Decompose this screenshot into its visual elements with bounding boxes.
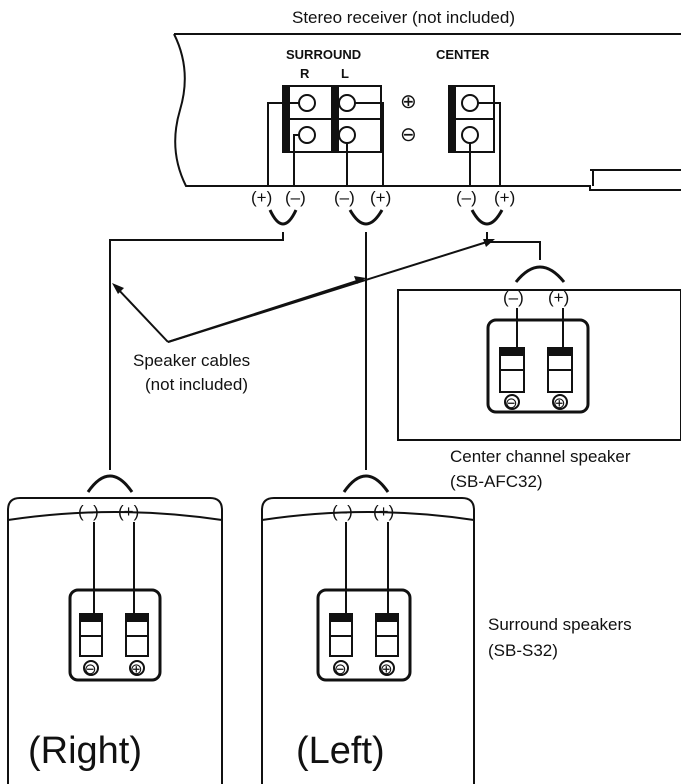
right-speaker-minus: (–) <box>78 502 99 521</box>
center-terminal-block <box>448 85 495 153</box>
plus-symbol: ⊕ <box>400 91 417 113</box>
surround-label: SURROUND <box>286 47 361 62</box>
receiver-label: Stereo receiver (not included) <box>292 8 515 27</box>
center-terminal-minus: ⊖ <box>505 395 518 412</box>
speaker-cables <box>109 209 566 470</box>
left-speaker-minus: (–) <box>332 502 353 521</box>
left-speaker-plus: (+) <box>373 502 394 521</box>
surround-terminal-block <box>282 85 382 153</box>
center-plus-label: (+) <box>494 188 515 207</box>
surround-r-label: R <box>300 66 310 81</box>
r-minus-label: (–) <box>285 188 306 207</box>
center-speaker-label-line1: Center channel speaker <box>450 447 631 466</box>
right-terminal-minus: ⊖ <box>84 661 97 678</box>
left-surround-speaker <box>261 474 475 784</box>
minus-symbol: ⊖ <box>400 124 417 146</box>
center-minus-label: (–) <box>456 188 477 207</box>
stereo-receiver <box>173 33 681 191</box>
right-speaker-plus: (+) <box>118 502 139 521</box>
r-plus-label: (+) <box>251 188 272 207</box>
right-surround-speaker <box>7 474 223 784</box>
l-minus-label: (–) <box>334 188 355 207</box>
surround-l-label: L <box>341 66 349 81</box>
center-speaker-label-line2: (SB-AFC32) <box>450 472 543 491</box>
l-plus-label: (+) <box>370 188 391 207</box>
center-terminal-plus: ⊕ <box>553 395 566 412</box>
cables-label-line1: Speaker cables <box>133 351 250 370</box>
center-speaker-minus: (–) <box>503 288 524 307</box>
center-speaker-plus: (+) <box>548 288 569 307</box>
left-terminal-plus: ⊕ <box>380 661 393 678</box>
right-speaker-label: (Right) <box>28 730 142 772</box>
center-channel-speaker <box>397 289 681 441</box>
right-terminal-plus: ⊕ <box>130 661 143 678</box>
cables-label-line2: (not included) <box>145 375 248 394</box>
left-terminal-minus: ⊖ <box>334 661 347 678</box>
surround-speakers-label-line1: Surround speakers <box>488 615 632 634</box>
left-speaker-label: (Left) <box>296 730 385 772</box>
surround-speakers-label-line2: (SB-S32) <box>488 641 558 660</box>
center-label: CENTER <box>436 47 490 62</box>
